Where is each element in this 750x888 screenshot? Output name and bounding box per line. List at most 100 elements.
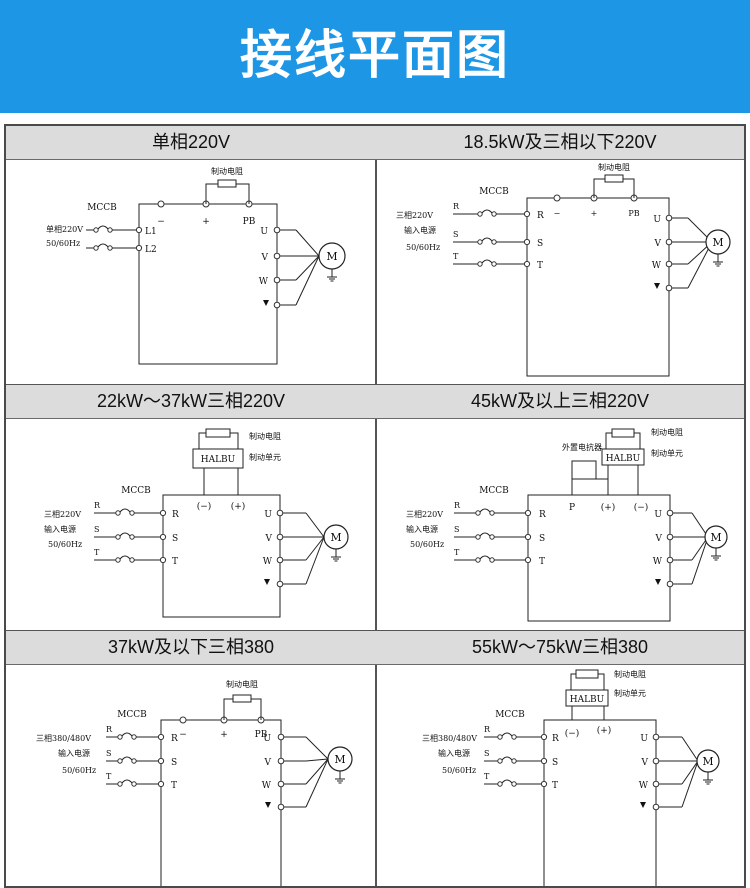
terminal-dot bbox=[179, 716, 187, 724]
ground-symbol-icon bbox=[263, 300, 269, 306]
motor-wire bbox=[681, 760, 699, 785]
input-label: 三相220V bbox=[44, 509, 81, 519]
brake-resistor-label: 制动电阻 bbox=[226, 679, 258, 689]
motor-label: M bbox=[702, 755, 713, 768]
output-label: W bbox=[652, 261, 662, 271]
phase-label: R bbox=[94, 501, 101, 510]
input-label: 三相380/480V bbox=[422, 733, 477, 743]
phase-label: S bbox=[106, 749, 111, 758]
switch-arc bbox=[481, 209, 493, 214]
contact-dot bbox=[117, 734, 123, 740]
terminal-dot bbox=[157, 780, 165, 788]
brake-wire bbox=[230, 432, 239, 449]
input-label: 三相220V bbox=[406, 509, 443, 519]
breaker-label: MCCB bbox=[121, 486, 151, 496]
motor-wire bbox=[305, 758, 329, 808]
ground-icon bbox=[331, 549, 341, 562]
contact-dot bbox=[475, 557, 481, 563]
contact-dot bbox=[131, 781, 137, 787]
terminal-label: (−) bbox=[634, 502, 649, 513]
breaker-label: MCCB bbox=[495, 710, 525, 720]
terminal-dot bbox=[159, 556, 167, 564]
switch-arc bbox=[481, 259, 493, 264]
motor-label: M bbox=[712, 236, 723, 249]
phase-label: S bbox=[453, 230, 458, 239]
breaker-label: MCCB bbox=[87, 203, 117, 213]
terminal-dot bbox=[523, 238, 531, 246]
contact-dot bbox=[107, 227, 113, 233]
contact-dot bbox=[93, 245, 99, 251]
terminal-label: R bbox=[537, 211, 544, 221]
ground-symbol-icon bbox=[265, 802, 271, 808]
terminal-label: PB bbox=[628, 209, 639, 218]
panel-title: 22kW～37kW三相220V bbox=[6, 385, 376, 419]
phase-label: R bbox=[454, 501, 461, 510]
contact-dot bbox=[489, 534, 495, 540]
terminal-dot bbox=[666, 533, 674, 541]
motor-wire bbox=[305, 512, 325, 538]
output-label: U bbox=[654, 510, 662, 520]
terminal-dot bbox=[135, 244, 143, 252]
terminal-label: S bbox=[172, 534, 178, 544]
contact-dot bbox=[497, 734, 503, 740]
input-label: 三相380/480V bbox=[36, 733, 91, 743]
contact-dot bbox=[117, 758, 123, 764]
ground-icon bbox=[713, 254, 723, 267]
motor-label: M bbox=[710, 531, 721, 544]
terminal-dot bbox=[159, 509, 167, 517]
contact-dot bbox=[115, 534, 121, 540]
terminal-label: S bbox=[171, 758, 177, 768]
breaker-contact-icon bbox=[117, 779, 137, 787]
output-label: V bbox=[264, 758, 272, 768]
contact-dot bbox=[129, 510, 135, 516]
terminal-dot bbox=[159, 533, 167, 541]
terminal-label: + bbox=[591, 209, 598, 218]
terminal-dot bbox=[540, 757, 548, 765]
panel-title: 18.5kW及三相以下220V bbox=[376, 126, 744, 160]
inverter-box bbox=[527, 494, 671, 622]
breaker-contact-icon bbox=[497, 732, 517, 740]
output-label: V bbox=[265, 534, 273, 544]
contact-dot bbox=[115, 510, 121, 516]
terminal-label: S bbox=[552, 758, 558, 768]
reactor-icon bbox=[571, 460, 597, 480]
brake-wire bbox=[198, 432, 206, 449]
terminal-dot bbox=[524, 533, 532, 541]
breaker-contact-icon bbox=[475, 508, 495, 516]
terminal-label: (+) bbox=[601, 502, 616, 513]
motor-icon: M bbox=[696, 749, 720, 773]
switch-arc bbox=[121, 756, 133, 761]
brake-resistor-label: 制动电阻 bbox=[614, 669, 646, 679]
terminal-label: PB bbox=[243, 217, 256, 227]
switch-arc bbox=[97, 225, 109, 230]
motor-icon: M bbox=[323, 524, 349, 550]
terminal-dot bbox=[157, 200, 165, 208]
output-label: W bbox=[653, 557, 663, 567]
terminal-label: T bbox=[171, 781, 177, 791]
terminal-dot bbox=[276, 556, 284, 564]
terminal-dot bbox=[524, 556, 532, 564]
motor-wire bbox=[295, 255, 320, 281]
ground-icon bbox=[335, 771, 345, 784]
motor-wire bbox=[305, 758, 329, 785]
contact-dot bbox=[491, 239, 497, 245]
breaker-contact-icon bbox=[477, 209, 497, 217]
switch-arc bbox=[119, 555, 131, 560]
brake-resistor-icon bbox=[575, 669, 599, 679]
terminal-dot bbox=[666, 580, 674, 588]
motor-wire bbox=[681, 760, 699, 808]
brake-resistor-icon bbox=[232, 694, 252, 703]
terminal-dot bbox=[523, 210, 531, 218]
breaker-label: MCCB bbox=[479, 187, 509, 197]
input-label: 输入电源 bbox=[44, 524, 76, 534]
terminal-label: L1 bbox=[145, 227, 157, 237]
switch-arc bbox=[501, 756, 513, 761]
brake-wire bbox=[634, 432, 641, 449]
input-label: 50/60Hz bbox=[48, 540, 82, 549]
output-label: U bbox=[264, 510, 272, 520]
terminal-label: R bbox=[172, 510, 179, 520]
breaker-contact-icon bbox=[115, 555, 135, 563]
terminal-label: − bbox=[157, 217, 165, 227]
